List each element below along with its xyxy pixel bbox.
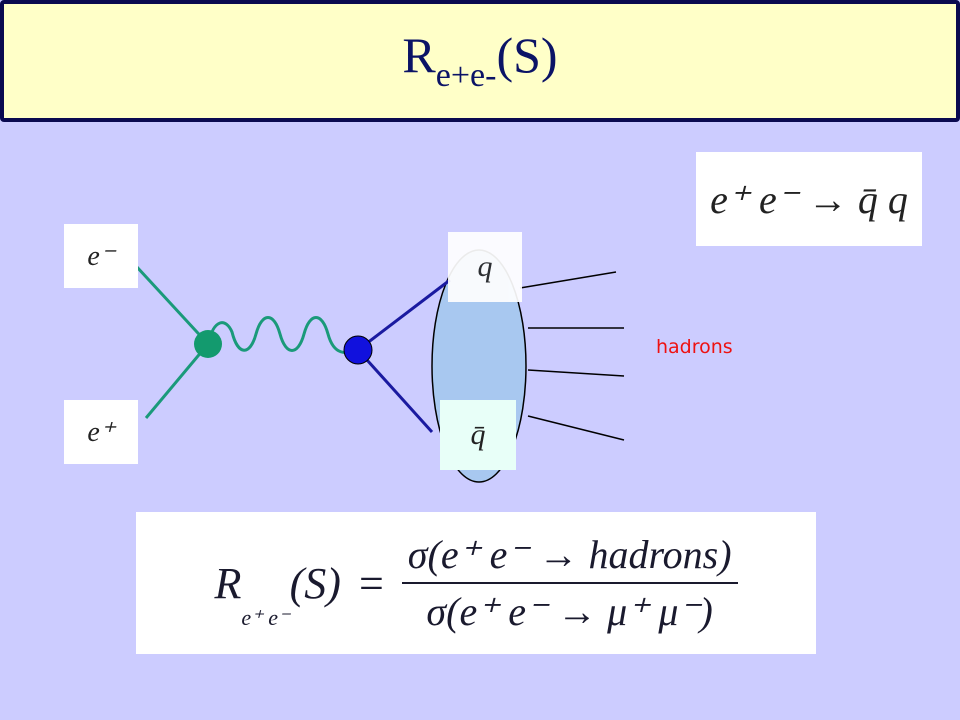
formula-lhs-sub: e⁺ e⁻ (241, 605, 290, 630)
reaction-rhs: q̄ q (857, 176, 908, 222)
quark-line (357, 278, 451, 352)
hadron-jet (519, 271, 617, 289)
formula-fraction: σ(e⁺ e⁻ → hadrons) σ(e⁺ e⁻ → μ⁺ μ⁻) (401, 531, 738, 635)
formula-lhs-arg: (S) (289, 558, 341, 608)
quark-vertex (343, 335, 373, 365)
formula-box: R e⁺ e⁻ (S) = σ(e⁺ e⁻ → hadrons) σ(e⁺ e⁻… (136, 512, 816, 654)
fraction-bar (401, 582, 738, 584)
formula-lhs-symbol: R (214, 558, 242, 608)
reaction-arrow: → (807, 176, 848, 222)
photon-propagator (206, 316, 359, 354)
formula-numerator: σ(e⁺ e⁻ → hadrons) (407, 532, 732, 577)
antiquark-text: q̄ (470, 418, 486, 451)
hadron-jet (527, 415, 625, 441)
title-subscript: e+e- (435, 56, 497, 94)
page-title: Re+e-(S) (402, 30, 557, 93)
quark-text: q (448, 232, 522, 302)
title-main: R (402, 26, 436, 83)
reaction-box: e⁺ e⁻ → q̄ q (696, 152, 922, 246)
title-bar: Re+e-(S) (0, 0, 960, 122)
formula-equals: = (358, 558, 384, 608)
positron-label: e⁺ (64, 400, 138, 464)
antiquark-label: q̄ (440, 400, 516, 470)
formula-denominator: σ(e⁺ e⁻ → μ⁺ μ⁻) (426, 589, 713, 634)
positron-line (144, 343, 210, 419)
lepton-vertex (194, 330, 222, 358)
reaction-lhs: e⁺ e⁻ (710, 176, 798, 222)
antiquark-line (356, 348, 434, 434)
electron-line (134, 264, 210, 346)
electron-label: e⁻ (64, 224, 138, 288)
hadrons-label: hadrons (656, 336, 733, 358)
formula: R e⁺ e⁻ (S) = σ(e⁺ e⁻ → hadrons) σ(e⁺ e⁻… (214, 531, 738, 635)
quark-label: q (448, 232, 522, 302)
hadron-jet (527, 369, 625, 377)
title-argument: (S) (496, 26, 558, 83)
electron-text: e⁻ (87, 241, 115, 272)
positron-text: e⁺ (87, 417, 115, 448)
